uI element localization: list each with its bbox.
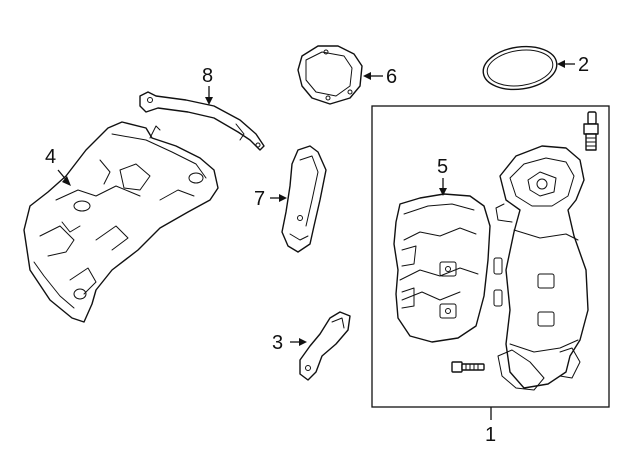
part-6-flange-gasket-icon [297,45,363,105]
arrowhead-7 [279,194,287,202]
arrowhead-5 [439,188,447,196]
part-3-support-bracket-icon [299,311,351,381]
callout-8: 8 [202,65,213,87]
callout-4: 4 [45,146,56,168]
callout-6: 6 [386,66,397,88]
callout-2: 2 [578,54,589,76]
arrowhead-6 [363,72,371,80]
arrowhead-8 [205,97,213,105]
callout-5: 5 [437,156,448,178]
part-4-heat-shield-icon [23,121,219,323]
callout-1: 1 [485,424,496,446]
stud-bolt-icon [451,361,485,373]
arrowhead-3 [299,338,307,346]
oxygen-sensor-icon [583,111,599,151]
callout-3: 3 [272,332,283,354]
part-2-gasket-ring-icon [482,45,558,91]
part-8-brace-bracket-icon [139,91,265,151]
arrowhead-2 [557,60,565,68]
arrowhead-4 [62,176,71,186]
callout-7: 7 [254,188,265,210]
part-1-catalytic-converter-icon [493,145,589,391]
part-7-heat-shield-bracket-icon [281,145,327,253]
part-5-converter-shield-icon [393,193,491,343]
